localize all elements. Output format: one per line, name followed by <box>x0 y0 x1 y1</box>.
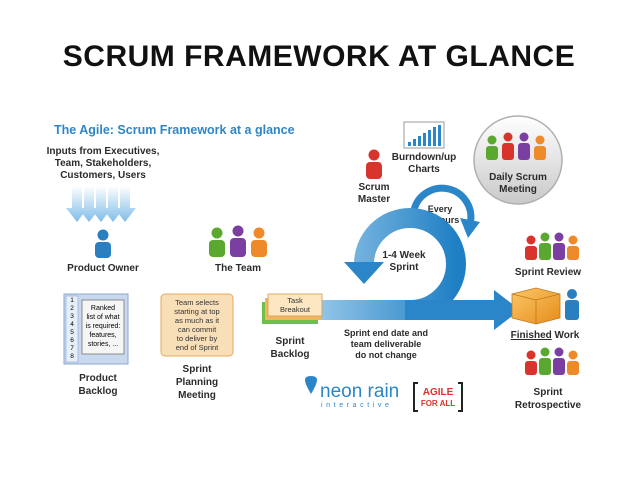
planning-note <box>160 293 234 357</box>
planning-note-line: can commit <box>178 325 217 334</box>
backlog-number: 2 <box>70 305 74 312</box>
planning-note-line: to deliver by <box>177 334 218 343</box>
product-backlog-line: Product <box>79 373 117 384</box>
inputs-text: Inputs from Executives, Team, Stakeholde… <box>47 146 160 181</box>
planning-note-line: Team selects <box>175 298 219 307</box>
sprint-backlog-stack <box>262 293 323 324</box>
diagram-subtitle: The Agile: Scrum Framework at a glance <box>54 123 295 137</box>
finished-work-box <box>511 287 579 325</box>
neon-rain-logo: neon rain interactive <box>305 376 399 409</box>
product-owner-icon <box>95 229 111 258</box>
sprint-end-line: team deliverable <box>351 339 422 349</box>
agile-logo-line: FOR ALL <box>421 399 455 408</box>
inputs-line: Customers, Users <box>60 170 146 181</box>
planning-note-text: Team selects starting at top as much as … <box>174 298 220 352</box>
inputs-line: Inputs from Executives, <box>47 146 160 157</box>
daily-loop-arrow <box>410 184 480 238</box>
product-owner-label: Product Owner <box>67 263 139 274</box>
backlog-number: 3 <box>70 313 74 320</box>
backlog-note-line: list of what <box>86 314 119 321</box>
sprint-cycle-line: Sprint <box>390 262 420 273</box>
sprint-end-line: do not change <box>355 350 417 360</box>
daily-scrum-line: Meeting <box>499 184 537 195</box>
sprint-review-icon <box>525 232 579 260</box>
burndown-line: Burndown/up <box>392 152 456 163</box>
backlog-numbers: 1 2 3 4 5 6 7 8 <box>70 297 74 360</box>
sprint-end-line: Sprint end date and <box>344 328 428 338</box>
backlog-note-line: stories, ... <box>88 341 118 348</box>
task-breakout-line: Task <box>287 296 303 305</box>
finished-word: Finished <box>511 330 552 341</box>
agile-for-all-logo: AGILE FOR ALL <box>413 382 463 412</box>
inputs-arrows <box>66 186 136 222</box>
product-backlog-line: Backlog <box>79 386 118 397</box>
planning-note-line: end of Sprint <box>176 343 219 352</box>
backlog-number: 4 <box>70 321 74 328</box>
product-backlog-list <box>63 293 129 365</box>
backlog-note-line: Ranked <box>91 305 115 312</box>
neon-rain-interactive: interactive <box>321 402 393 409</box>
sprint-cycle-line: 1-4 Week <box>382 250 426 261</box>
backlog-number: 6 <box>70 337 74 344</box>
work-word: Work <box>552 330 580 341</box>
burndown-line: Charts <box>408 164 440 175</box>
planning-note-line: starting at top <box>174 307 219 316</box>
team-icon <box>209 225 267 257</box>
planning-note-line: as much as it <box>175 316 220 325</box>
daily-scrum-line: Daily Scrum <box>489 172 547 183</box>
daily-scrum-circle <box>473 115 563 205</box>
scrum-master-line: Scrum <box>358 182 389 193</box>
backlog-note-line: is required: <box>86 323 121 330</box>
backlog-note: Ranked list of what is required: feature… <box>86 305 121 348</box>
planning-line: Planning <box>176 377 218 388</box>
backlog-note-line: features, <box>89 332 116 339</box>
retrospective-icon <box>525 347 579 375</box>
backlog-number: 7 <box>70 345 74 352</box>
slide-title: SCRUM FRAMEWORK AT GLANCE <box>62 40 576 73</box>
sprint-review-label: Sprint Review <box>515 267 581 278</box>
retrospective-line: Retrospective <box>515 400 582 411</box>
retrospective-line: Sprint <box>534 387 564 398</box>
backlog-number: 8 <box>70 353 74 360</box>
burndown-chart-icon <box>403 121 445 149</box>
sprint-cycle-arrow <box>268 208 520 330</box>
scrum-master-icon <box>366 149 382 179</box>
planning-line: Meeting <box>178 390 216 401</box>
team-label: The Team <box>215 263 261 274</box>
sprint-backlog-line: Backlog <box>271 349 310 360</box>
finished-work-label: Finished Work <box>511 330 580 341</box>
scrum-master-line: Master <box>358 194 390 205</box>
task-breakout-line: Breakout <box>280 305 311 314</box>
every-line: Every <box>428 204 453 214</box>
planning-line: Sprint <box>183 364 213 375</box>
agile-logo-line: AGILE <box>423 387 454 398</box>
inputs-line: Team, Stakeholders, <box>55 158 152 169</box>
backlog-number: 1 <box>70 297 74 304</box>
sprint-backlog-line: Sprint <box>276 336 306 347</box>
backlog-number: 5 <box>70 329 74 336</box>
neon-rain-text: neon rain <box>320 381 399 402</box>
